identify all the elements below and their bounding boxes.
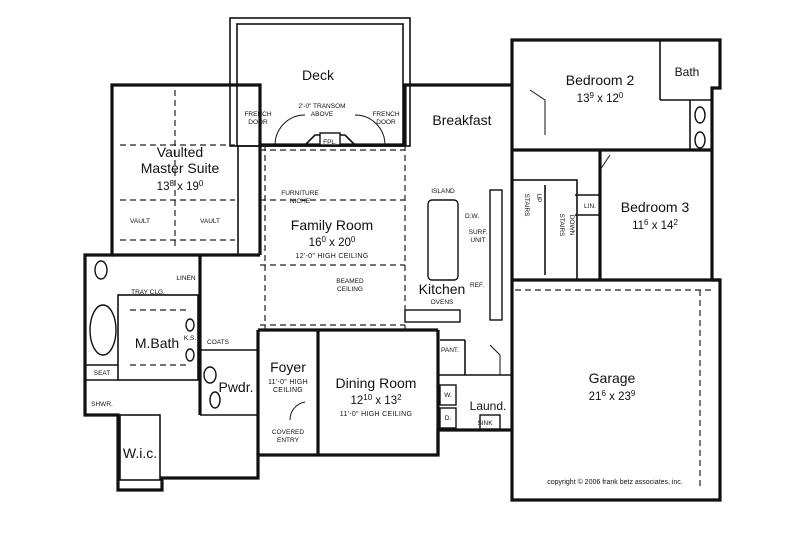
svg-text:LIN.: LIN. (584, 203, 596, 210)
svg-text:TRAY CLG.: TRAY CLG. (131, 289, 165, 296)
annotations: FRENCH DOOR FRENCH DOOR 2'-0" TRANSOM AB… (91, 103, 596, 444)
svg-text:VAULT: VAULT (130, 218, 150, 225)
svg-text:2'-0" TRANSOM: 2'-0" TRANSOM (298, 103, 345, 110)
label-bedroom3: Bedroom 3 (621, 199, 690, 215)
svg-text:ENTRY: ENTRY (277, 437, 300, 444)
svg-text:REF.: REF. (470, 282, 484, 289)
label-pwdr: Pwdr. (218, 379, 253, 395)
svg-text:UNIT: UNIT (470, 237, 485, 244)
svg-text:VAULT: VAULT (200, 218, 220, 225)
svg-text:DOOR: DOOR (248, 119, 268, 126)
svg-text:D.W.: D.W. (465, 213, 479, 220)
label-master-1: Vaulted (157, 144, 203, 160)
svg-text:BEAMED: BEAMED (336, 278, 364, 285)
svg-text:D.: D. (445, 415, 452, 422)
svg-text:SEAT: SEAT (94, 370, 111, 377)
svg-text:DOWN: DOWN (568, 215, 575, 236)
svg-text:LINEN: LINEN (176, 275, 195, 282)
label-bath: Bath (675, 65, 700, 79)
label-master-2: Master Suite (141, 160, 220, 176)
svg-text:DOOR: DOOR (376, 119, 396, 126)
svg-text:FURNITURE: FURNITURE (281, 190, 319, 197)
foyer-ceiling-1: 11'-0" HIGH (268, 379, 308, 386)
family-ceiling: 12'-0" HIGH CEILING (296, 253, 369, 260)
label-garage: Garage (589, 370, 636, 386)
svg-text:SHWR.: SHWR. (91, 401, 113, 408)
svg-text:CEILING: CEILING (337, 286, 363, 293)
interior-walls (85, 40, 720, 481)
door-swings (274, 89, 611, 421)
svg-text:FPL.: FPL. (323, 139, 337, 146)
dim-family: 160 x 200 (309, 235, 356, 250)
svg-text:UP: UP (535, 193, 542, 202)
svg-text:K.S.: K.S. (184, 335, 196, 342)
label-foyer: Foyer (270, 359, 306, 375)
dim-garage: 216 x 239 (589, 389, 636, 404)
room-labels: Deck Breakfast Bedroom 2 139 x 120 Bath … (123, 65, 699, 461)
label-mbath: M.Bath (135, 335, 179, 351)
svg-text:COVERED: COVERED (272, 429, 304, 436)
label-wic: W.i.c. (123, 445, 157, 461)
label-kitchen: Kitchen (419, 281, 466, 297)
fireplace (304, 132, 356, 146)
dim-master: 138 x 190 (157, 179, 204, 194)
foyer-ceiling-2: CEILING (273, 387, 303, 394)
svg-text:ISLAND: ISLAND (431, 188, 455, 195)
svg-text:STAIRS: STAIRS (523, 194, 530, 218)
label-deck: Deck (302, 67, 335, 83)
exterior-walls (83, 38, 722, 502)
label-family: Family Room (291, 217, 373, 233)
dim-bedroom2: 139 x 120 (577, 91, 624, 106)
svg-text:FRENCH: FRENCH (244, 111, 271, 118)
label-laund: Laund. (470, 399, 507, 413)
svg-text:OVENS: OVENS (431, 299, 454, 306)
beam-lines (120, 90, 715, 490)
svg-text:W.: W. (444, 392, 452, 399)
svg-text:COATS: COATS (207, 339, 230, 346)
svg-text:STAIRS: STAIRS (558, 214, 565, 238)
dim-dining: 1210 x 132 (350, 393, 402, 408)
svg-text:PANT.: PANT. (441, 347, 459, 354)
fixtures (89, 106, 706, 430)
svg-text:SINK: SINK (477, 420, 493, 427)
dining-ceiling: 11'-0" HIGH CEILING (340, 411, 412, 418)
label-bedroom2: Bedroom 2 (566, 72, 635, 88)
svg-text:NICHE: NICHE (290, 198, 311, 205)
svg-text:FRENCH: FRENCH (372, 111, 399, 118)
svg-text:SURF.: SURF. (469, 229, 488, 236)
copyright-text: copyright © 2006 frank betz associates, … (547, 478, 683, 486)
dim-bedroom3: 116 x 142 (632, 218, 678, 233)
label-breakfast: Breakfast (432, 112, 491, 128)
svg-text:ABOVE: ABOVE (311, 111, 334, 118)
label-dining: Dining Room (336, 375, 417, 391)
